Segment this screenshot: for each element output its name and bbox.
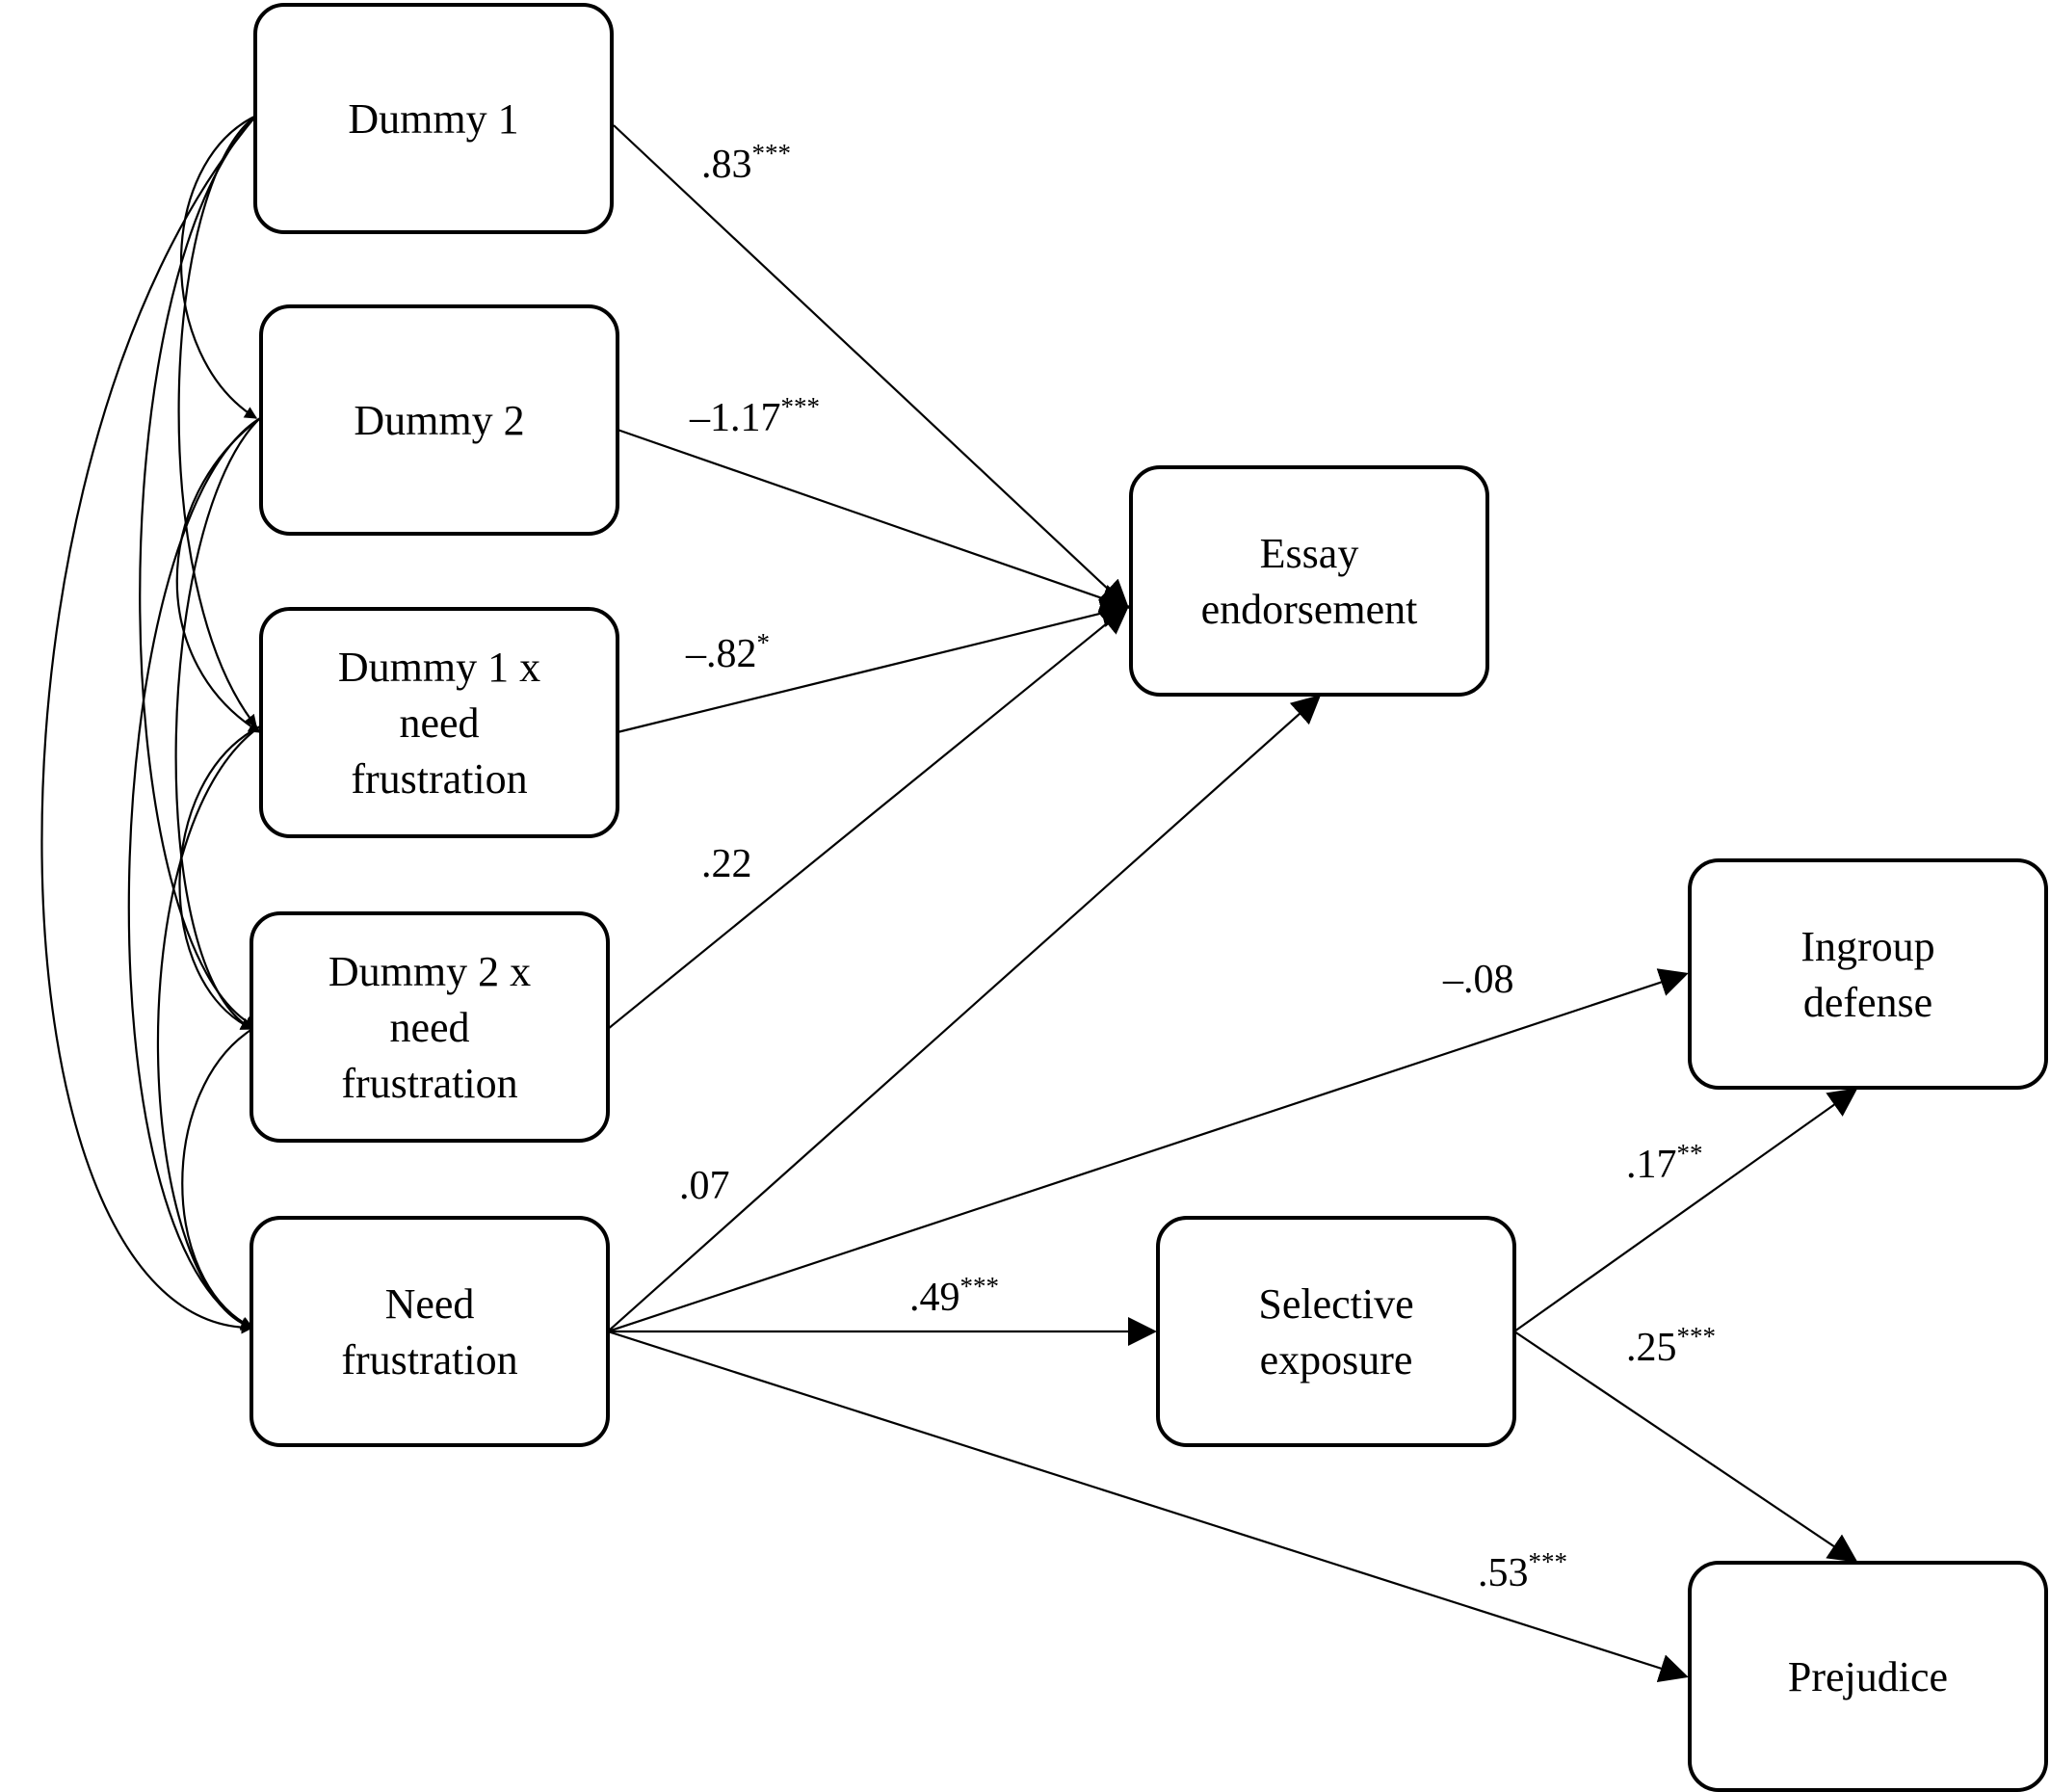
path-selective-prejudice — [1513, 1331, 1858, 1563]
node-essay: Essay endorsement — [1129, 465, 1489, 697]
significance-stars: *** — [752, 139, 792, 168]
node-label: frustration — [341, 1060, 517, 1107]
significance-stars: ** — [1677, 1139, 1703, 1168]
node-label: Essay — [1260, 530, 1359, 577]
coefficient-nf-selective: .49*** — [909, 1272, 999, 1320]
node-label: Dummy 1 — [348, 95, 518, 143]
covariance-dummy1-d1x — [177, 103, 270, 728]
node-ingroup: Ingroup defense — [1688, 858, 2048, 1090]
node-label: Dummy 1 x — [338, 644, 540, 691]
node-label: need — [389, 1004, 469, 1051]
node-label: Ingroup — [1800, 923, 1934, 970]
coefficient-nf-essay: .07 — [679, 1164, 730, 1208]
covariance-dummy2-d1x — [175, 406, 274, 733]
coefficient-d2x-essay: .22 — [701, 842, 752, 886]
coefficient-dummy1-essay: .83*** — [701, 139, 791, 187]
node-nf: Need frustration — [250, 1216, 610, 1447]
coefficient-value: –.82 — [685, 632, 757, 676]
coefficient-selective-prejudice: .25*** — [1626, 1322, 1716, 1370]
node-label: frustration — [341, 1336, 517, 1384]
covariance-dummy2-nf — [127, 407, 274, 1330]
node-box — [1129, 465, 1489, 697]
node-selective: Selective exposure — [1156, 1216, 1516, 1447]
node-label: frustration — [351, 755, 527, 803]
significance-stars: *** — [960, 1272, 1000, 1301]
node-box — [1688, 858, 2048, 1090]
covariance-dummy2-d2x — [174, 406, 273, 1030]
node-label: defense — [1803, 979, 1932, 1026]
coefficient-value: .22 — [701, 842, 752, 886]
node-dummy2: Dummy 2 — [259, 304, 619, 536]
covariance-d2x-nf — [181, 1017, 266, 1329]
node-box — [259, 304, 619, 536]
path-d1x-essay — [617, 598, 1130, 734]
node-box — [1156, 1216, 1516, 1447]
path-nf-ingroup — [607, 968, 1689, 1333]
covariance-arcs — [40, 102, 274, 1334]
node-box — [253, 3, 614, 234]
coefficient-dummy2-essay: –1.17*** — [689, 392, 820, 440]
significance-stars: *** — [1677, 1322, 1717, 1351]
path-coefficients: .83***–1.17***–.82*.22.07–.08.49***.17**… — [679, 139, 1716, 1595]
covariance-dummy1-dummy2 — [180, 105, 270, 419]
node-label: Dummy 2 x — [329, 948, 531, 995]
regression-paths — [607, 124, 1858, 1683]
node-label: Dummy 2 — [354, 397, 524, 444]
covariance-dummy1-nf — [40, 102, 269, 1334]
node-box — [259, 607, 619, 838]
path-selective-ingroup — [1513, 1088, 1858, 1332]
node-prejudice: Prejudice — [1688, 1561, 2048, 1792]
coefficient-d1x-essay: –.82* — [685, 628, 770, 676]
node-label: need — [399, 699, 479, 747]
node-label: Need — [385, 1280, 475, 1328]
significance-stars: * — [757, 628, 771, 657]
coefficient-selective-ingroup: .17** — [1626, 1139, 1703, 1187]
path-nf-prejudice — [607, 1330, 1689, 1683]
coefficient-value: .53 — [1478, 1551, 1529, 1595]
coefficient-value: .17 — [1626, 1143, 1677, 1187]
coefficient-value: .07 — [679, 1164, 730, 1208]
path-dummy1-essay — [613, 124, 1130, 610]
significance-stars: *** — [1529, 1547, 1568, 1576]
node-dummy1: Dummy 1 — [253, 3, 614, 234]
node-d2x: Dummy 2 x need frustration — [250, 911, 610, 1143]
covariance-d1x-d2x — [178, 715, 274, 1030]
node-d1x: Dummy 1 x need frustration — [259, 607, 619, 838]
node-label: Prejudice — [1788, 1653, 1948, 1700]
path-nf-essay — [607, 695, 1322, 1332]
coefficient-value: .49 — [909, 1276, 960, 1320]
coefficient-nf-ingroup: –.08 — [1442, 958, 1514, 1002]
node-box — [1688, 1561, 2048, 1792]
path-dummy2-essay — [617, 428, 1130, 613]
coefficient-nf-prejudice: .53*** — [1478, 1547, 1567, 1595]
coefficient-value: .83 — [701, 143, 752, 187]
significance-stars: *** — [781, 392, 821, 421]
coefficient-value: .25 — [1626, 1326, 1677, 1370]
covariance-dummy1-d2x — [139, 103, 269, 1028]
covariance-d1x-nf — [156, 714, 274, 1331]
path-d2x-essay — [607, 605, 1130, 1030]
coefficient-value: –1.17 — [689, 396, 781, 440]
coefficient-value: –.08 — [1442, 958, 1514, 1002]
node-box — [250, 911, 610, 1143]
node-label: endorsement — [1201, 586, 1418, 633]
node-label: Selective — [1258, 1280, 1413, 1328]
node-label: exposure — [1260, 1336, 1413, 1384]
node-box — [250, 1216, 610, 1447]
